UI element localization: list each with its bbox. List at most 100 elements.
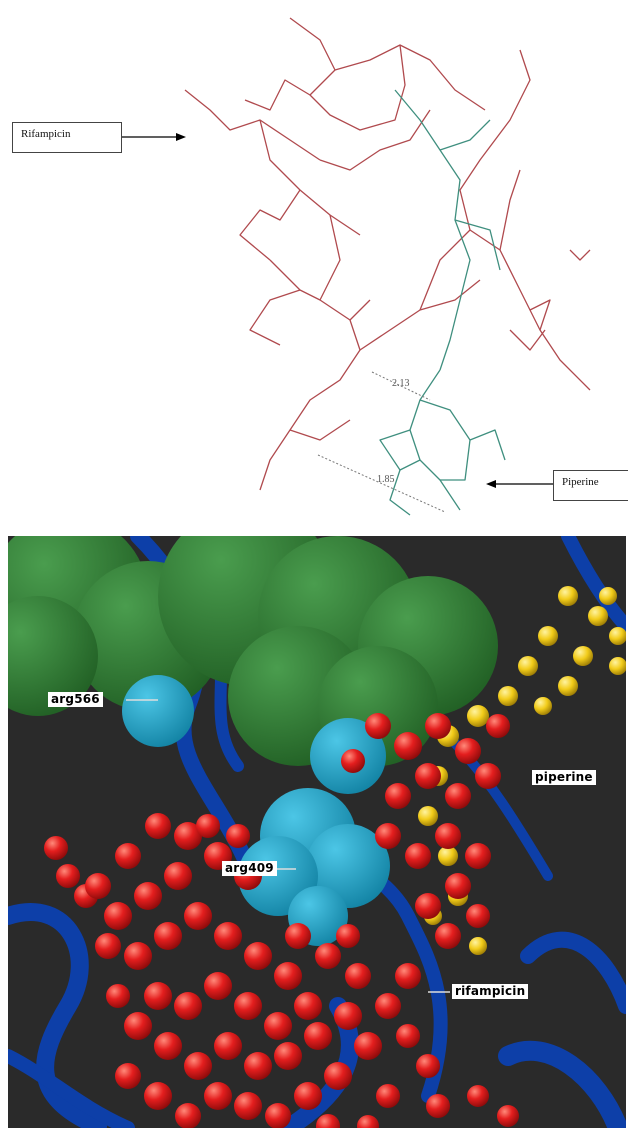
- bond: [419, 229, 591, 391]
- rifampicin-atom: [405, 843, 431, 869]
- distance-label-2: 1.85: [377, 474, 395, 485]
- arg566-label: arg566: [48, 692, 103, 708]
- rifampicin-atom: [214, 1032, 242, 1060]
- rifampicin-atom: [365, 713, 391, 739]
- piperine-atom: [609, 627, 626, 645]
- bond: [379, 429, 421, 471]
- rifampicin-atom: [465, 843, 491, 869]
- bond: [259, 319, 361, 491]
- rifampicin-atom: [204, 972, 232, 1000]
- distance-line-2: [317, 454, 446, 513]
- rifampicin-atom: [396, 1024, 420, 1048]
- piperine-ball-model: [418, 586, 626, 955]
- rifampicin-atom: [145, 813, 171, 839]
- rifampicin-atom: [124, 942, 152, 970]
- rifampicin-atom: [416, 1054, 440, 1078]
- piperine-atom: [469, 937, 487, 955]
- arg409-label: arg409: [222, 861, 277, 877]
- rifampicin-atom: [445, 873, 471, 899]
- bond: [184, 89, 321, 161]
- rifampicin-atom: [164, 862, 192, 890]
- bond: [439, 119, 491, 151]
- rifampicin-atom: [134, 882, 162, 910]
- rifampicin-atom: [44, 836, 68, 860]
- green-surface: [8, 536, 498, 766]
- rifampicin-atom: [204, 1082, 232, 1110]
- rifampicin-atom: [56, 864, 80, 888]
- rifampicin-arrow-head: [176, 133, 186, 141]
- rifampicin-atom: [244, 1052, 272, 1080]
- piperine-atom: [438, 846, 458, 866]
- distance-line-1: [371, 371, 431, 401]
- rifampicin-atom: [294, 992, 322, 1020]
- rifampicin-atom: [315, 943, 341, 969]
- rifampicin-atom: [466, 904, 490, 928]
- piperine-atom: [418, 806, 438, 826]
- cyan-surface: [122, 675, 390, 946]
- rifampicin-stick-model: [184, 17, 591, 491]
- rifampicin-atom: [294, 1082, 322, 1110]
- rifampicin-atom: [184, 902, 212, 930]
- rifampicin-atom: [154, 1032, 182, 1060]
- bond: [244, 17, 336, 111]
- rifampicin-atom: [455, 738, 481, 764]
- bond: [334, 44, 486, 111]
- docking-render-figure: arg566 arg409 piperine rifampicin: [8, 536, 626, 1128]
- rifampicin-atom: [375, 993, 401, 1019]
- bond: [409, 369, 461, 511]
- rifampicin-atom: [196, 814, 220, 838]
- rifampicin-atom: [426, 1094, 450, 1118]
- bond: [569, 249, 591, 261]
- bond: [454, 219, 501, 271]
- bond: [529, 299, 551, 331]
- rifampicin-atom: [354, 1032, 382, 1060]
- piperine-atom: [467, 705, 489, 727]
- rifampicin-atom: [341, 749, 365, 773]
- rifampicin-atom: [85, 873, 111, 899]
- piperine-atom: [518, 656, 538, 676]
- rifampicin-atom: [174, 992, 202, 1020]
- overlay-stick-figure: Rifampicin Piperine 2.13 1.85: [0, 0, 628, 520]
- rifampicin-atom: [316, 1114, 340, 1128]
- rifampicin-atom: [115, 843, 141, 869]
- rifampicin-callout: Rifampicin: [12, 122, 122, 153]
- piperine-stick-model: [379, 89, 506, 516]
- bond: [499, 169, 521, 251]
- piperine-atom: [558, 586, 578, 606]
- bond: [239, 189, 301, 261]
- piperine-atom: [534, 697, 552, 715]
- rifampicin-atom: [144, 982, 172, 1010]
- rifampicin-atom: [445, 783, 471, 809]
- rifampicin-atom: [104, 902, 132, 930]
- piperine-atom: [558, 676, 578, 696]
- piperine-atom: [599, 587, 617, 605]
- rifampicin-atom: [115, 1063, 141, 1089]
- rifampicin-atom: [475, 763, 501, 789]
- rifampicin-atom: [467, 1085, 489, 1107]
- rifampicin-atom: [375, 823, 401, 849]
- rifampicin-label: rifampicin: [452, 984, 529, 1000]
- piperine-atom: [609, 657, 626, 675]
- rifampicin-atom: [214, 922, 242, 950]
- rifampicin-atom: [234, 992, 262, 1020]
- bond: [389, 469, 411, 516]
- bond: [319, 109, 431, 171]
- piperine-arrow-head: [486, 480, 496, 488]
- rifampicin-atom: [175, 1103, 201, 1128]
- rifampicin-atom: [395, 963, 421, 989]
- bond: [469, 429, 506, 461]
- rifampicin-atom: [486, 714, 510, 738]
- rifampicin-atom: [174, 822, 202, 850]
- stick-model-svg: [118, 17, 591, 516]
- bond: [309, 44, 406, 131]
- rifampicin-atom: [274, 1042, 302, 1070]
- rifampicin-atom: [497, 1105, 519, 1127]
- piperine-callout: Piperine: [553, 470, 628, 501]
- piperine-atom: [538, 626, 558, 646]
- rifampicin-atom: [144, 1082, 172, 1110]
- rifampicin-atom: [234, 1092, 262, 1120]
- rifampicin-atom: [244, 942, 272, 970]
- distance-label-1: 2.13: [392, 378, 410, 389]
- piperine-label: piperine: [532, 770, 596, 786]
- bond: [289, 419, 351, 441]
